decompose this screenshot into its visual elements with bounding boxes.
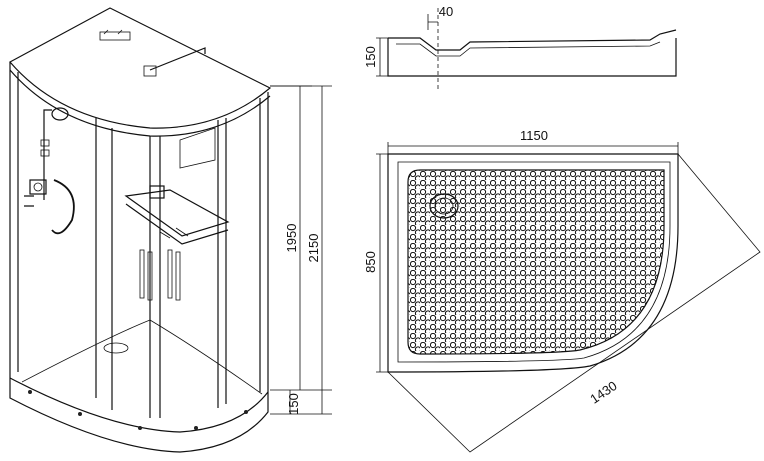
plan-outer <box>387 153 679 373</box>
cabin-roof <box>9 7 272 129</box>
cabin-perspective <box>9 7 272 453</box>
dim-1430: 1430 <box>587 378 619 407</box>
mirror-panel <box>179 127 216 169</box>
tray-plan-view: 1150 850 1430 <box>363 128 761 453</box>
shelf-icon <box>124 185 230 245</box>
dim-150-front: 150 <box>286 393 301 415</box>
plan-drain-icon <box>429 193 459 219</box>
drain-icon <box>103 342 129 354</box>
tray-side-view: 40 150 <box>363 4 677 90</box>
honeycomb-texture <box>408 170 664 354</box>
dim-40: 40 <box>439 4 453 19</box>
mixer-icon <box>24 179 47 207</box>
dim-1150: 1150 <box>520 128 548 143</box>
side-top-edge <box>388 29 677 51</box>
dim-40-line <box>427 14 438 30</box>
overhead-pipe <box>149 47 206 71</box>
side-inner-edge <box>396 41 661 57</box>
tray-inner <box>21 319 263 395</box>
side-outline <box>387 38 677 77</box>
plan-rim <box>397 161 671 363</box>
dim-2150: 2150 <box>306 234 321 263</box>
cabin-roof-edge <box>9 69 271 137</box>
dim-1950: 1950 <box>284 224 299 253</box>
dim-1150-line <box>387 142 679 154</box>
diagonal-box <box>387 153 761 453</box>
tray-front <box>9 378 269 453</box>
front-dimensions: 1950 2150 150 <box>270 85 332 415</box>
roof-fan-icon <box>99 29 131 41</box>
dim-150-side: 150 <box>363 46 378 68</box>
shower-head-icon <box>40 107 75 235</box>
door-handles <box>139 249 181 301</box>
dim-150-side-line <box>376 37 392 77</box>
plan-inner <box>407 169 665 355</box>
tray-top <box>9 377 269 433</box>
overhead-shower-icon <box>143 65 157 77</box>
dim-850: 850 <box>363 251 378 273</box>
dim-850-line <box>376 153 388 373</box>
tray-bolts <box>28 390 248 430</box>
